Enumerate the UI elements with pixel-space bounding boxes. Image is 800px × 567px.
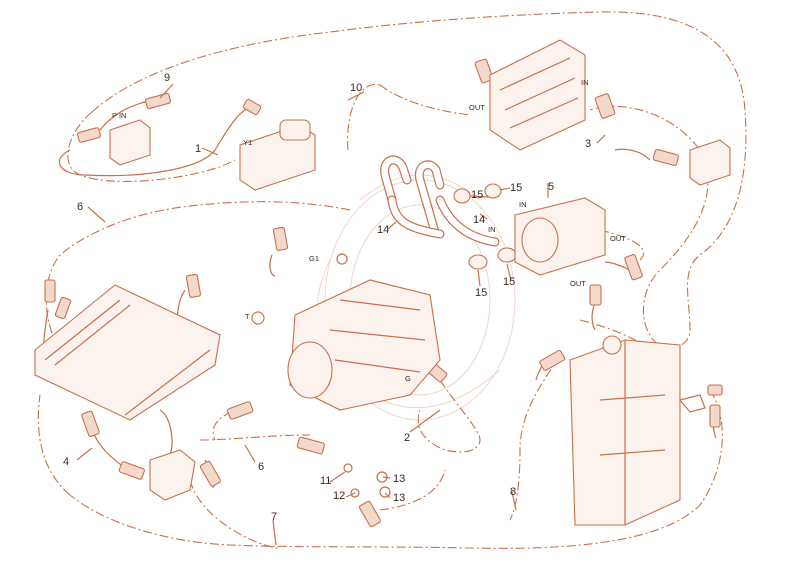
port-label-p-in: P IN [112,111,126,120]
suction-hoses [380,155,500,247]
callout-12: 12 [333,490,345,502]
callout-1: 1 [195,143,201,155]
callout-14-right: 14 [473,214,485,226]
port-label-t: T [245,312,250,321]
port-label-in-valve: IN [581,78,589,87]
port-label-y1: Y1 [243,138,252,147]
callout-5: 5 [548,181,554,193]
callout-6-bottom: 6 [258,461,264,473]
callout-8: 8 [510,486,516,498]
callout-11: 11 [320,475,331,487]
port-label-g1: G1 [309,254,319,263]
callout-7: 7 [271,511,277,523]
callout-15-top-right: 15 [510,182,522,194]
fittings [44,58,723,528]
seal-washers [251,253,391,498]
port-labels: P IN Y1 OUT IN IN IN OUT OUT G1 T G [112,78,626,383]
callout-13-lower: 13 [393,492,405,504]
callout-3: 3 [585,138,591,150]
port-label-in-pump-top: IN [519,200,527,209]
leader-lines [76,83,606,546]
port-label-g: G [405,374,411,383]
callout-numbers: 1 2 3 4 5 6 6 7 8 9 10 11 12 13 13 14 14… [63,72,591,523]
callout-2: 2 [404,432,410,444]
callout-15-top-left: 15 [471,189,483,201]
port-label-out-pump-right: OUT [610,234,626,243]
callout-4: 4 [63,456,69,468]
callout-14-left: 14 [377,224,389,236]
callout-9: 9 [164,72,170,84]
hose-clamps [453,183,517,270]
callout-15-bottom-left: 15 [475,287,487,299]
callout-13-upper: 13 [393,473,405,485]
port-label-out-valve: OUT [469,103,485,112]
callout-15-bottom-right: 15 [503,276,515,288]
callout-6-left: 6 [77,201,83,213]
callout-10: 10 [350,82,362,94]
port-label-out-pump-low: OUT [570,279,586,288]
port-label-in-pump-mid: IN [488,225,496,234]
components [34,39,731,526]
